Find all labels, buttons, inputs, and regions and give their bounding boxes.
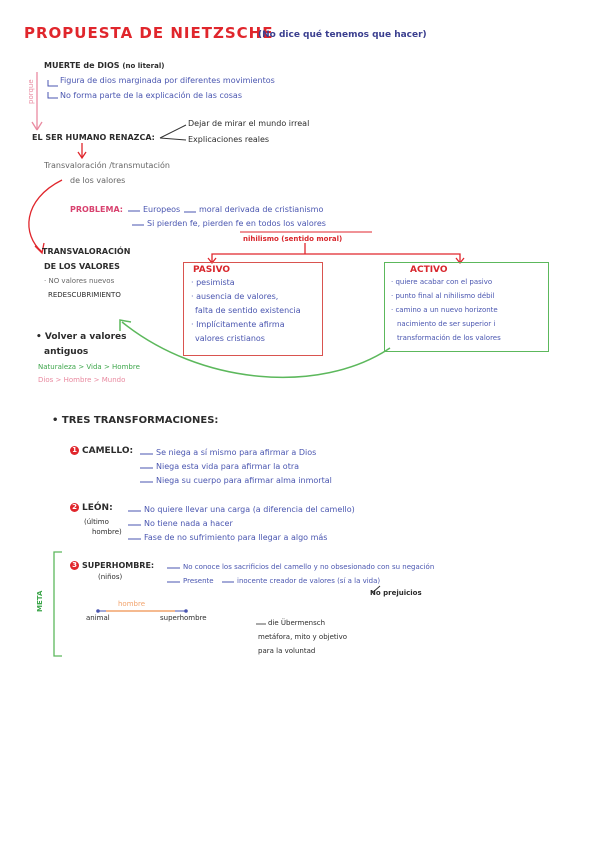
- activo-item-3: · camino a un nuevo horizonte: [391, 306, 498, 314]
- activo-item-2: · punto final al nihilismo débil: [391, 292, 495, 300]
- page-title: PROPUESTA DE NIETZSCHE: [24, 24, 274, 42]
- renace-item-2: Explicaciones reales: [188, 135, 270, 144]
- scale-right-label: superhombre: [160, 614, 207, 622]
- problema-line-2: Si pierden fe, pierden fe en todos los v…: [147, 219, 326, 228]
- leon-item-1: No quiere llevar una carga (a diferencia…: [144, 505, 355, 514]
- ubermensch-line-2: metáfora, mito y objetivo: [258, 633, 348, 641]
- activo-box: ACTIVO · quiere acabar con el pasivo · p…: [384, 262, 549, 352]
- leon-item-2: No tiene nada a hacer: [144, 519, 233, 528]
- pasivo-heading: PASIVO: [193, 265, 231, 275]
- ubermensch-line-1: die Übermensch: [268, 619, 326, 627]
- pasivo-item-3: falta de sentido existencia: [195, 306, 301, 315]
- renace-label: EL SER HUMANO RENAZCA:: [32, 133, 155, 142]
- muerte-item-2: No forma parte de la explicación de las …: [60, 91, 242, 100]
- pasivo-box: PASIVO · pesimista · ausencia de valores…: [183, 262, 323, 356]
- super-note: (niños): [98, 573, 123, 581]
- problema-line-1b: moral derivada de cristianismo: [199, 205, 324, 214]
- muerte-heading: MUERTE de DIOS (no literal): [44, 61, 165, 70]
- leon-number-icon: 2: [70, 503, 79, 512]
- leon-item-3: Fase de no sufrimiento para llegar a alg…: [144, 533, 328, 542]
- scale-mid-label: hombre: [118, 600, 146, 608]
- transvaloracion-line-1: TRANSVALORACIÓN: [42, 247, 131, 256]
- problema-line-1a: Europeos: [143, 205, 181, 214]
- activo-heading: ACTIVO: [410, 265, 448, 275]
- activo-item-4: nacimiento de ser superior i: [397, 320, 496, 328]
- pasivo-item-5: valores cristianos: [195, 334, 265, 343]
- page-subtitle: (No dice qué tenemos que hacer): [258, 30, 427, 40]
- leon-note-1: (último: [84, 518, 109, 526]
- super-item-2-note: No prejuicios: [370, 589, 422, 597]
- pasivo-item-4: · Implícitamente afirma: [191, 320, 285, 329]
- camello-number-icon: 1: [70, 446, 79, 455]
- meta-label: META: [36, 590, 44, 612]
- porque-label: porque: [27, 79, 35, 104]
- volver-pink-line: Dios > Hombre > Mundo: [38, 376, 126, 384]
- scale-left-label: animal: [86, 614, 110, 622]
- volver-green-line: Naturaleza > Vida > Hombre: [38, 363, 140, 371]
- transvaloracion-item-1: · NO valores nuevos: [44, 277, 115, 285]
- ubermensch-line-3: para la voluntad: [258, 647, 316, 655]
- leon-note-2: hombre): [92, 528, 122, 536]
- transvaloracion-item-2: REDESCUBRIMIENTO: [48, 291, 121, 299]
- camello-item-1: Se niega a sí mismo para afirmar a Dios: [156, 448, 317, 457]
- pasivo-item-2: · ausencia de valores,: [191, 292, 279, 301]
- activo-item-5: transformación de los valores: [397, 334, 501, 342]
- renace-item-1: Dejar de mirar el mundo irreal: [188, 119, 310, 128]
- transvaloracion-line-2: DE LOS VALORES: [44, 262, 120, 271]
- tres-heading: • TRES TRANSFORMACIONES:: [52, 415, 219, 426]
- transmutacion-line-1: Transvaloración /transmutación: [44, 161, 170, 170]
- pasivo-item-1: · pesimista: [191, 278, 235, 287]
- super-item-1: No conoce los sacrificios del camello y …: [183, 563, 435, 571]
- super-item-2b: inocente creador de valores (sí a la vid…: [237, 577, 381, 585]
- transmutacion-line-2: de los valores: [70, 176, 126, 185]
- nihilismo-label: nihilismo (sentido moral): [243, 235, 343, 243]
- problema-label: PROBLEMA:: [70, 205, 123, 214]
- volver-line-2: antiguos: [44, 347, 89, 357]
- camello-item-3: Niega su cuerpo para afirmar alma inmort…: [156, 476, 332, 485]
- super-item-2: Presente: [183, 577, 214, 585]
- activo-item-1: · quiere acabar con el pasivo: [391, 278, 493, 286]
- volver-line-1: • Volver a valores: [36, 332, 127, 342]
- super-number-icon: 3: [70, 561, 79, 570]
- muerte-item-1: Figura de dios marginada por diferentes …: [60, 76, 275, 85]
- camello-item-2: Niega esta vida para afirmar la otra: [156, 462, 300, 471]
